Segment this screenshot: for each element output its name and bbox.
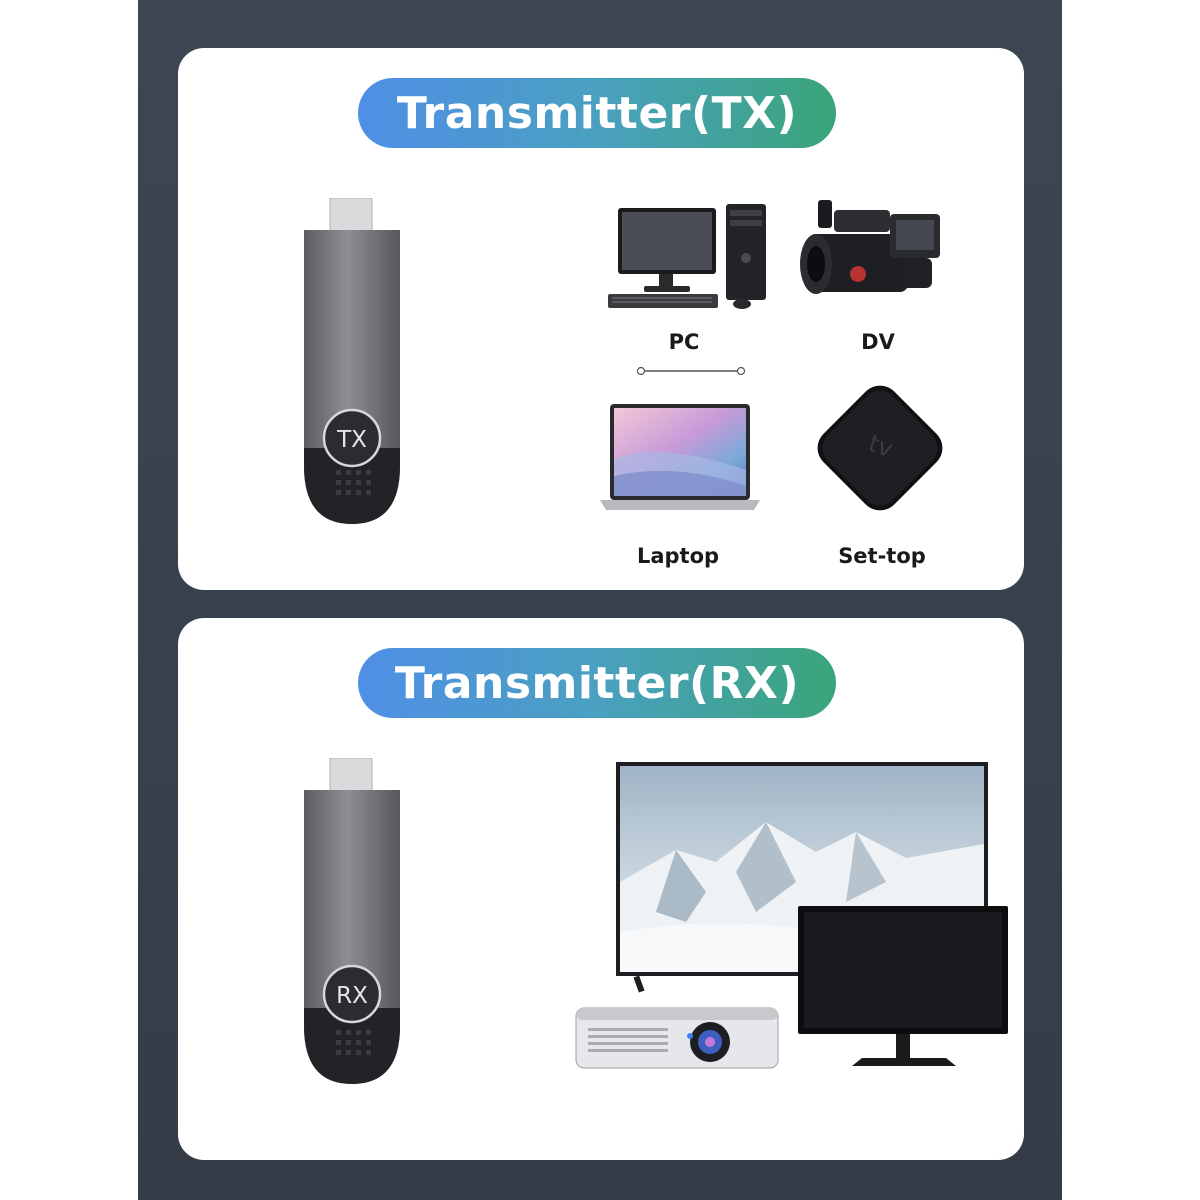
tx-card: Transmitter(TX) TX (178, 48, 1024, 590)
rx-card: Transmitter(RX) RX (178, 618, 1024, 1160)
device-label-pc: PC (668, 330, 700, 354)
monitor-icon (798, 906, 1008, 1066)
device-label-settop: Set-top (838, 544, 926, 568)
pc-icon (608, 204, 766, 309)
camcorder-icon (800, 200, 940, 294)
tx-dongle-icon: TX (304, 198, 400, 524)
device-label-laptop: Laptop (636, 544, 720, 568)
rx-title-pill: Transmitter(RX) (358, 648, 836, 718)
tx-connector-line (636, 366, 746, 376)
tx-title-pill: Transmitter(TX) (358, 78, 836, 148)
device-label-dv: DV (861, 330, 895, 354)
laptop-icon (600, 404, 760, 510)
settop-box-icon: tv (817, 385, 943, 511)
rx-dongle-icon: RX (304, 758, 400, 1084)
projector-icon (575, 1007, 779, 1069)
rx-badge-text: RX (336, 983, 368, 1009)
tx-badge-text: TX (336, 427, 367, 453)
